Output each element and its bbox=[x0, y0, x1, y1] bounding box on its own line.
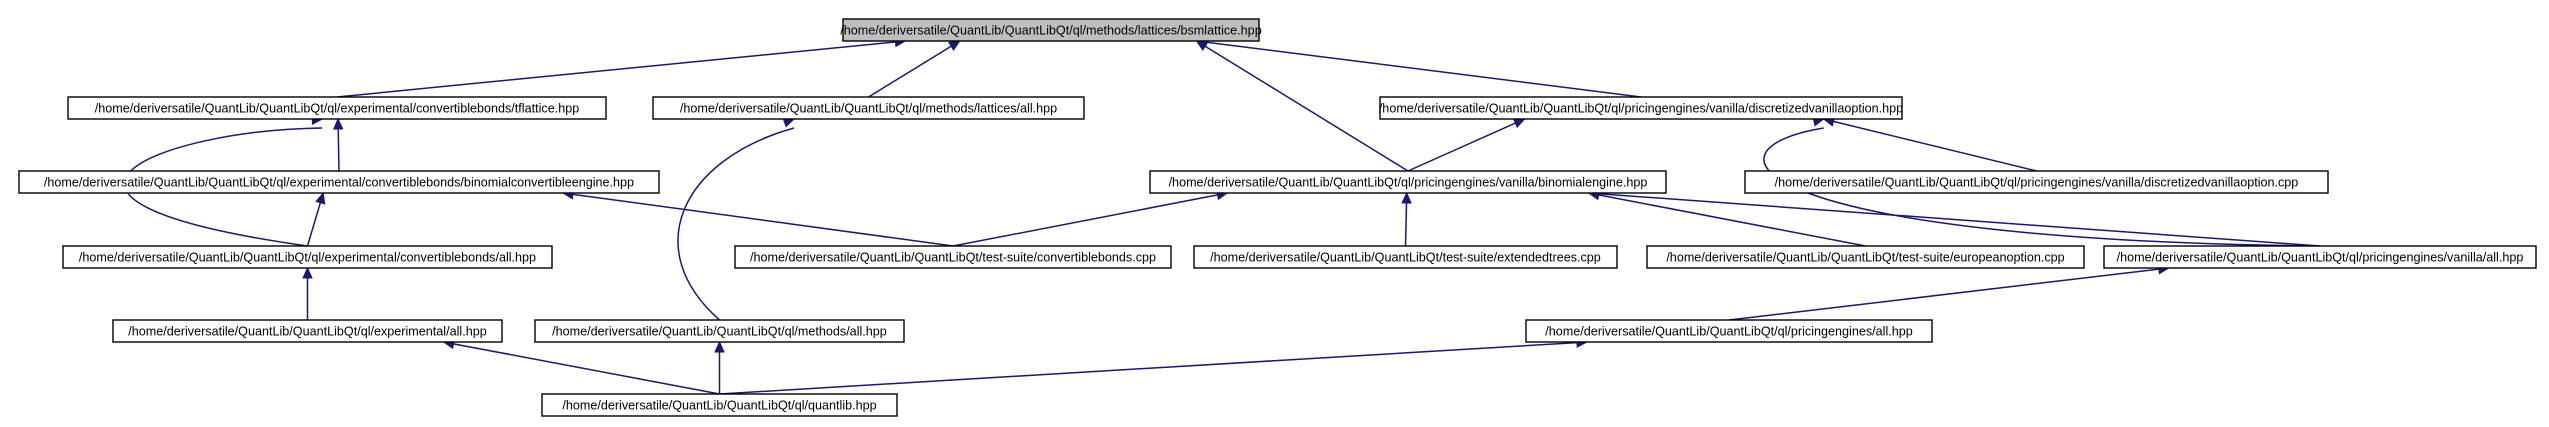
node-label: /home/deriversatile/QuantLib/QuantLibQt/… bbox=[840, 24, 1261, 38]
edge-methods_all-to-lattices_all bbox=[677, 127, 795, 321]
arrowhead-experimental_all-to-convertiblebonds_all bbox=[302, 266, 313, 279]
arrowhead-binomialconvertibleengine-to-tflattice bbox=[332, 117, 344, 130]
edge-extendedtrees_cpp-to-binomialengine bbox=[1404, 202, 1408, 247]
arrowhead-lattices_all-to-bsmlattice bbox=[948, 40, 961, 51]
node-label: /home/deriversatile/QuantLib/QuantLibQt/… bbox=[1379, 102, 1903, 116]
node-box[interactable] bbox=[2103, 245, 2537, 269]
edge-pricingengines_all-to-vanilla_all bbox=[1728, 268, 2159, 321]
edge-europeanoption_cpp-to-binomialengine bbox=[1598, 194, 1866, 247]
node-label: /home/deriversatile/QuantLib/QuantLibQt/… bbox=[44, 176, 634, 190]
node-binomialengine[interactable]: /home/deriversatile/QuantLib/QuantLibQt/… bbox=[1149, 170, 1667, 194]
node-box[interactable] bbox=[1744, 170, 2329, 194]
node-methods_all[interactable]: /home/deriversatile/QuantLib/QuantLibQt/… bbox=[534, 319, 905, 343]
node-convertiblebonds_all[interactable]: /home/deriversatile/QuantLib/QuantLibQt/… bbox=[62, 245, 553, 269]
node-box[interactable] bbox=[62, 245, 553, 269]
arrowhead-convertiblebonds_all-to-binomialconvertibleengine bbox=[315, 191, 326, 205]
edge-binomialengine-to-bsmlattice bbox=[1204, 45, 1409, 172]
edge-binomialconvertibleengine-to-tflattice bbox=[337, 128, 340, 172]
node-label: /home/deriversatile/QuantLib/QuantLibQt/… bbox=[562, 399, 876, 413]
arrowhead-quantlib-to-methods_all bbox=[714, 340, 725, 353]
node-label: /home/deriversatile/QuantLib/QuantLibQt/… bbox=[128, 325, 486, 339]
node-lattices_all[interactable]: /home/deriversatile/QuantLib/QuantLibQt/… bbox=[652, 96, 1085, 120]
node-box[interactable] bbox=[1193, 245, 1618, 269]
node-label: /home/deriversatile/QuantLib/QuantLibQt/… bbox=[1775, 176, 2299, 190]
edge-vanilla_all-to-binomialengine bbox=[1598, 192, 2321, 247]
edge-binomialengine-to-discretizedvanillaoption_hpp bbox=[1407, 122, 1516, 172]
node-label: /home/deriversatile/QuantLib/QuantLibQt/… bbox=[95, 102, 579, 116]
node-vanilla_all[interactable]: /home/deriversatile/QuantLib/QuantLibQt/… bbox=[2103, 245, 2537, 269]
edge-discretizedvanillaoption_cpp-to-discretizedvanillaoption_hpp bbox=[1833, 120, 2037, 172]
node-box[interactable] bbox=[67, 96, 607, 120]
edge-convertiblebonds_cpp-to-binomialengine bbox=[952, 194, 1218, 247]
node-box[interactable] bbox=[18, 170, 660, 194]
edge-tflattice-to-bsmlattice bbox=[336, 41, 896, 98]
node-quantlib[interactable]: /home/deriversatile/QuantLib/QuantLibQt/… bbox=[541, 393, 898, 417]
node-binomialconvertibleengine[interactable]: /home/deriversatile/QuantLib/QuantLibQt/… bbox=[18, 170, 660, 194]
node-box[interactable] bbox=[1525, 319, 1933, 343]
node-box[interactable] bbox=[541, 393, 898, 417]
node-label: /home/deriversatile/QuantLib/QuantLibQt/… bbox=[1666, 251, 2064, 265]
edge-quantlib-to-pricingengines_all bbox=[719, 341, 1577, 395]
node-label: /home/deriversatile/QuantLib/QuantLibQt/… bbox=[1210, 251, 1601, 265]
node-layer: /home/deriversatile/QuantLib/QuantLibQt/… bbox=[18, 18, 2537, 417]
node-extendedtrees_cpp[interactable]: /home/deriversatile/QuantLib/QuantLibQt/… bbox=[1193, 245, 1618, 269]
node-label: /home/deriversatile/QuantLib/QuantLibQt/… bbox=[750, 251, 1156, 265]
node-box[interactable] bbox=[652, 96, 1085, 120]
edge-discretizedvanillaoption_hpp-to-bsmlattice bbox=[1206, 41, 1642, 98]
node-box[interactable] bbox=[734, 245, 1172, 269]
node-experimental_all[interactable]: /home/deriversatile/QuantLib/QuantLibQt/… bbox=[112, 319, 503, 343]
node-label: /home/deriversatile/QuantLib/QuantLibQt/… bbox=[1545, 325, 1913, 339]
arrowhead-binomialengine-to-discretizedvanillaoption_hpp bbox=[1512, 118, 1526, 129]
edge-lattices_all-to-bsmlattice bbox=[868, 45, 952, 98]
node-box[interactable] bbox=[1379, 96, 1903, 120]
node-discretizedvanillaoption_cpp[interactable]: /home/deriversatile/QuantLib/QuantLibQt/… bbox=[1744, 170, 2329, 194]
node-label: /home/deriversatile/QuantLib/QuantLibQt/… bbox=[79, 251, 536, 265]
node-bsmlattice[interactable]: /home/deriversatile/QuantLib/QuantLibQt/… bbox=[840, 18, 1262, 42]
node-box[interactable] bbox=[112, 319, 503, 343]
edge-convertiblebonds_all-to-binomialconvertibleengine bbox=[306, 202, 322, 247]
node-discretizedvanillaoption_hpp[interactable]: /home/deriversatile/QuantLib/QuantLibQt/… bbox=[1379, 96, 1903, 120]
node-box[interactable] bbox=[1149, 170, 1667, 194]
node-convertiblebonds_cpp[interactable]: /home/deriversatile/QuantLib/QuantLibQt/… bbox=[734, 245, 1172, 269]
node-box[interactable] bbox=[842, 18, 1260, 42]
node-box[interactable] bbox=[1646, 245, 2085, 269]
node-label: /home/deriversatile/QuantLib/QuantLibQt/… bbox=[552, 325, 887, 339]
edge-quantlib-to-experimental_all bbox=[453, 343, 720, 395]
node-label: /home/deriversatile/QuantLib/QuantLibQt/… bbox=[680, 102, 1057, 116]
node-box[interactable] bbox=[534, 319, 905, 343]
node-label: /home/deriversatile/QuantLib/QuantLibQt/… bbox=[2117, 251, 2524, 265]
node-europeanoption_cpp[interactable]: /home/deriversatile/QuantLib/QuantLibQt/… bbox=[1646, 245, 2085, 269]
arrowhead-extendedtrees_cpp-to-binomialengine bbox=[1401, 191, 1412, 204]
node-label: /home/deriversatile/QuantLib/QuantLibQt/… bbox=[1169, 176, 1648, 190]
node-pricingengines_all[interactable]: /home/deriversatile/QuantLib/QuantLibQt/… bbox=[1525, 319, 1933, 343]
node-tflattice[interactable]: /home/deriversatile/QuantLib/QuantLibQt/… bbox=[67, 96, 607, 120]
edge-convertiblebonds_cpp-to-binomialconvertibleengine bbox=[572, 193, 954, 247]
